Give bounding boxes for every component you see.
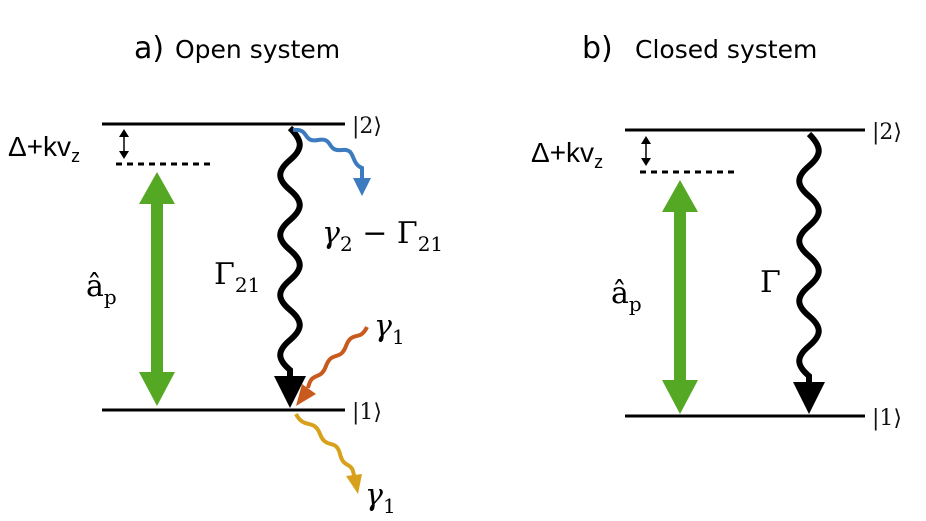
- panel-a-orange-pump-wave-icon: [296, 326, 369, 406]
- panel-a-decay-wave-icon: [277, 125, 303, 378]
- panel-b-decay-label: Γ: [760, 265, 781, 300]
- panel-a-detuning-label: Δ+kvz: [8, 131, 80, 166]
- panel-a-blue-decay-wave-icon: [292, 127, 371, 196]
- panel-a-lower-ket: |1⟩: [352, 400, 382, 425]
- panel-b-upper-ket: |2⟩: [872, 120, 902, 145]
- panel-b-pump-label: âp: [611, 276, 642, 316]
- panel-a-blue-rate-label: γ2 − Γ21: [322, 216, 443, 256]
- panel-b: b) Closed system |2⟩ |1⟩ Δ+kvz âp Γ: [531, 31, 902, 431]
- panel-a-label: a): [134, 31, 164, 66]
- panel-b-label: b): [582, 31, 613, 66]
- panel-b-lower-ket: |1⟩: [872, 406, 902, 431]
- panel-a: a) Open system |2⟩ |1⟩ Δ+kvz âp Γ: [8, 31, 443, 518]
- panel-a-detuning-arrow-icon: [119, 129, 129, 159]
- panel-a-pump-label: âp: [86, 269, 117, 309]
- panel-a-pump-arrow-icon: [139, 172, 175, 406]
- panel-b-title: Closed system: [635, 35, 817, 64]
- panel-b-decay-arrowhead-icon: [793, 382, 825, 414]
- panel-a-decay-arrowhead-icon: [274, 376, 306, 408]
- panel-b-decay-wave-icon: [796, 131, 822, 384]
- panel-a-upper-ket: |2⟩: [352, 114, 382, 139]
- panel-b-detuning-arrow-icon: [641, 136, 651, 166]
- panel-a-decay-label: Γ21: [214, 257, 260, 297]
- panel-a-title: Open system: [175, 35, 340, 64]
- panel-b-detuning-label: Δ+kvz: [531, 137, 603, 172]
- panel-a-orange-rate-label: γ1: [374, 309, 405, 349]
- panel-a-yellow-decay-wave-icon: [294, 412, 362, 494]
- panel-b-pump-arrow-icon: [662, 180, 698, 414]
- panel-a-yellow-rate-label: γ1: [365, 478, 396, 518]
